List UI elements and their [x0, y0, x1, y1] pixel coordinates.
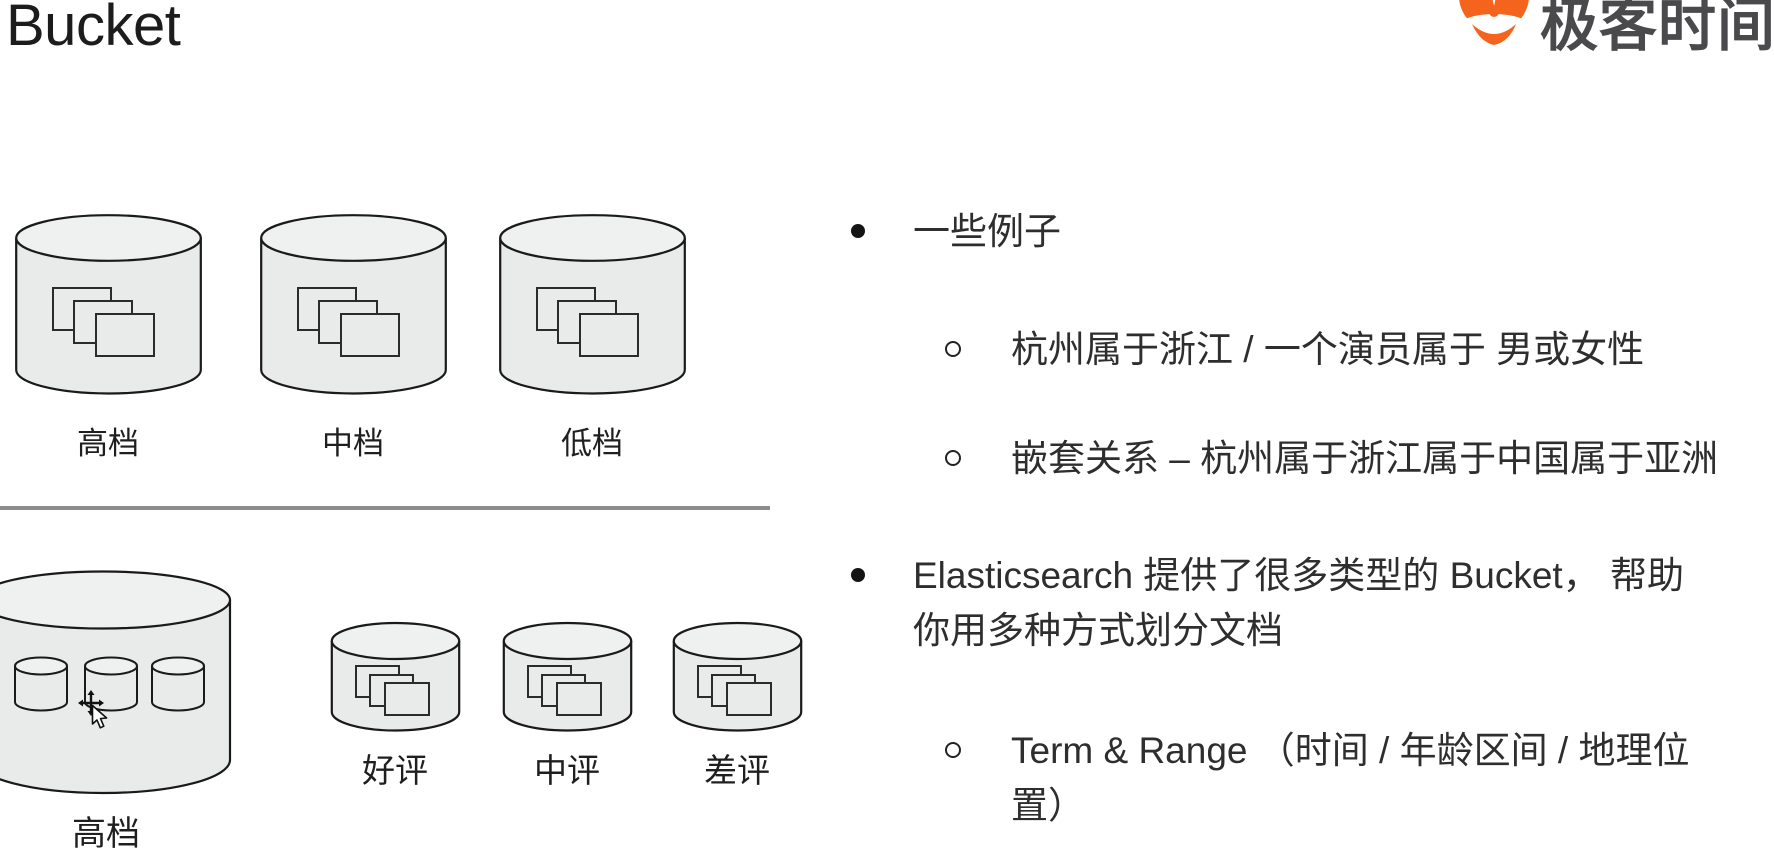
bullet-text: 一些例子	[913, 211, 1061, 252]
bullet-item-nested-relation: 嵌套关系 – 杭州属于浙江属于中国属于亚洲	[945, 431, 1719, 486]
bullet-text: 杭州属于浙江 / 一个演员属于 男或女性	[1011, 329, 1645, 370]
nested-bucket-icons	[14, 656, 205, 712]
bucket-high-grade-cylinder-icon	[15, 214, 202, 395]
bucket-bad-review-cylinder-icon	[672, 621, 803, 732]
bucket-mid-grade-cylinder-icon	[260, 214, 447, 395]
bucket-good-review-cylinder-icon	[330, 621, 461, 732]
bucket-label-low-grade: 低档	[561, 426, 623, 461]
bullet-item-examples: 一些例子	[851, 204, 1061, 259]
bucket-label-high-grade-expanded: 高档	[72, 815, 140, 853]
page-title: Bucket	[6, 0, 181, 58]
bucket-label-bad-review: 差评	[704, 752, 770, 789]
documents-icon	[697, 665, 772, 716]
documents-icon	[355, 665, 430, 716]
section-divider	[0, 506, 770, 510]
documents-icon	[527, 665, 602, 716]
documents-icon	[297, 287, 400, 357]
bullet-dot-icon	[851, 568, 865, 582]
bucket-low-grade-cylinder-icon	[499, 214, 686, 395]
bullet-item-es-bucket-types: Elasticsearch 提供了很多类型的 Bucket， 帮助你用多种方式划…	[851, 548, 1701, 658]
bullet-text: Elasticsearch 提供了很多类型的 Bucket， 帮助你用多种方式划…	[913, 555, 1684, 651]
bucket-label-mid-grade: 中档	[322, 426, 384, 461]
geektime-logo-icon	[1459, 0, 1529, 45]
documents-icon	[536, 287, 639, 357]
bullet-circle-icon	[945, 742, 961, 758]
bullet-text: Term & Range （时间 / 年龄区间 / 地理位置）	[1011, 730, 1690, 826]
geektime-logo-text: 极客时间	[1540, 0, 1774, 58]
bucket-mid-review-cylinder-icon	[502, 621, 633, 732]
bucket-label-high-grade: 高档	[77, 426, 139, 461]
bucket-label-good-review: 好评	[362, 752, 428, 789]
documents-icon	[52, 287, 155, 357]
bullet-text: 嵌套关系 – 杭州属于浙江属于中国属于亚洲	[1011, 438, 1719, 479]
bucket-label-mid-review: 中评	[534, 752, 600, 789]
bullet-circle-icon	[945, 450, 961, 466]
bullet-item-term-range: Term & Range （时间 / 年龄区间 / 地理位置）	[945, 723, 1711, 833]
move-cursor-icon	[78, 690, 108, 729]
bullet-item-hangzhou-example: 杭州属于浙江 / 一个演员属于 男或女性	[945, 322, 1645, 377]
bullet-dot-icon	[851, 224, 865, 238]
bucket-high-grade-expanded-icon	[0, 570, 232, 795]
bullet-circle-icon	[945, 341, 961, 357]
